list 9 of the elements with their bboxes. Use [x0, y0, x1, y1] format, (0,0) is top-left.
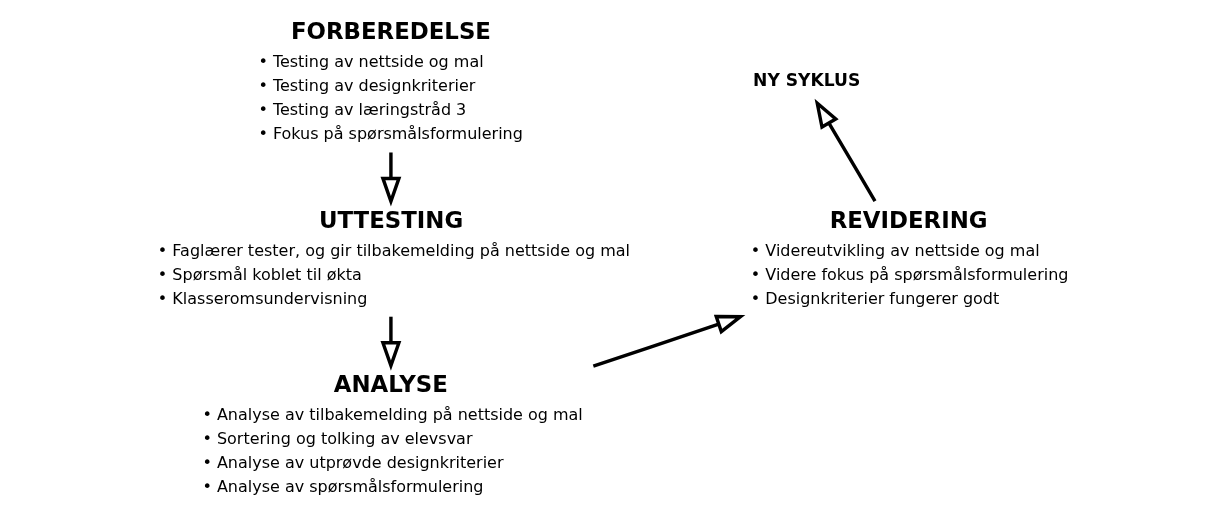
arrow	[380, 152, 401, 207]
node-text: UTTESTING • Faglærer tester, og gir tilbakemelding på nettside og mal • Spørsmål koblet til økta • Klasseromsundervisning	[157, 207, 630, 308]
arrow	[814, 98, 876, 202]
arrow	[380, 316, 401, 371]
arrow	[592, 314, 745, 368]
node-text: ANALYSE • Analyse av tilbakemelding på nettside og mal • Sortering og tolking av elevsvar • Analyse av utprøvde designkriterier • Analyse av spørsmålsformulering	[201, 371, 583, 496]
node-text: NY SYKLUS	[752, 69, 860, 90]
node-text: REVIDERING • Videreutvikling av nettside og mal • Videre fokus på spørsmålsformulering • Designkriterier fungerer godt	[750, 207, 1068, 308]
node-text: FORBEREDELSE • Testing av nettside og mal • Testing av designkriterier • Testing av læringstråd 3 • Fokus på spørsmålsformulering	[257, 18, 523, 143]
